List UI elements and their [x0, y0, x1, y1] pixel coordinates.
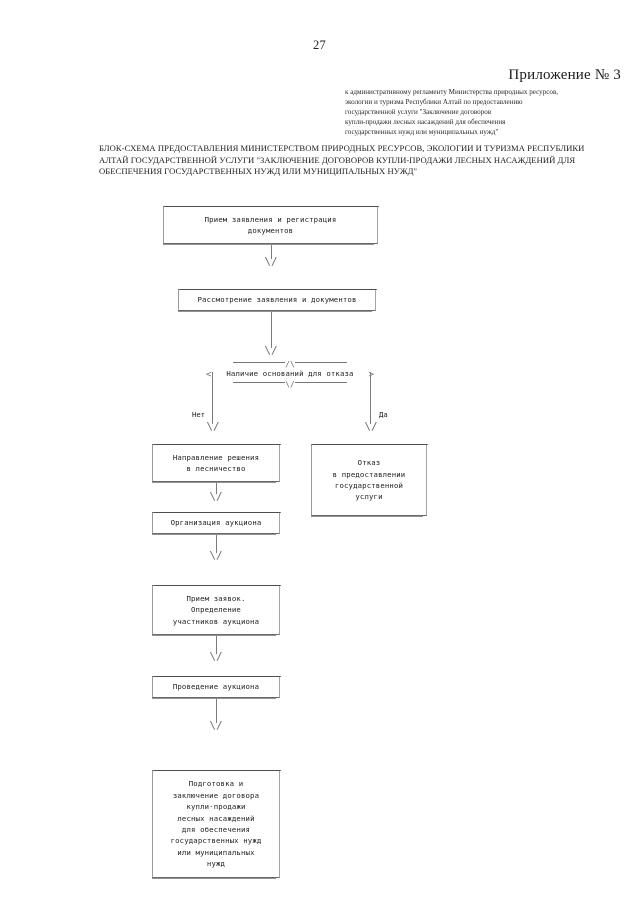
decision-right-bracket: >	[368, 370, 374, 380]
node-label-line: Подготовка и	[188, 779, 244, 789]
appendix-reference: к административному регламенту Министерс…	[345, 88, 631, 138]
node-label-line: в предоставлении	[332, 469, 406, 479]
flow-node-receive: Прием заявления и регистрация документов	[163, 206, 379, 245]
node-label: Прием заявок. Определение участников аук…	[169, 593, 263, 627]
branch-stem-no	[212, 372, 213, 424]
appendix-reference-line: государственной услуги "Заключение догов…	[345, 107, 492, 116]
node-label-line: Проведение аукциона	[172, 682, 260, 692]
appendix-reference-line: экологии и туризма Республики Алтай по п…	[345, 97, 523, 106]
decision-label: Наличие оснований для отказа	[215, 368, 365, 379]
flow-node-accept-bids: Прием заявок. Определение участников аук…	[152, 585, 281, 636]
flow-node-refusal: Отказ в предоставлении государственной у…	[311, 444, 428, 517]
branch-label-yes: Да	[379, 410, 388, 419]
node-label-line: или муниципальных	[177, 847, 255, 857]
node-label-line: нужд	[206, 859, 226, 869]
node-label-line: участников аукциона	[172, 616, 260, 626]
node-label-line: Прием заявок.	[186, 593, 246, 603]
arrow-chevron: \/	[209, 549, 223, 562]
arrow-chevron: \/	[209, 719, 223, 732]
node-label-line: для обеспечения	[181, 825, 251, 834]
node-label-line: Рассмотрение заявления и документов	[197, 295, 357, 305]
decision-left-bracket: <	[206, 370, 212, 380]
flow-arrow-yes: \/	[363, 420, 379, 433]
appendix-reference-line: к административному регламенту Министерс…	[345, 88, 559, 96]
document-title-line: ОБЕСПЕЧЕНИЯ ГОСУДАРСТВЕННЫХ НУЖД ИЛИ МУН…	[99, 166, 418, 177]
document-title: БЛОК-СХЕМА ПРЕДОСТАВЛЕНИЯ МИНИСТЕРСТВОМ …	[99, 143, 633, 178]
node-label: Проведение аукциона	[169, 681, 263, 692]
node-label: Организация аукциона	[167, 517, 266, 528]
flow-arrow-auction-to-contract: \/	[208, 699, 224, 732]
flow-arrow-forestry-to-organize: \/	[208, 483, 224, 503]
branch-stem-yes	[370, 372, 371, 424]
node-label-line: услуги	[355, 492, 383, 502]
flow-node-decision: /\ < > Наличие оснований для отказа \/	[206, 361, 374, 407]
document-title-line: БЛОК-СХЕМА ПРЕДОСТАВЛЕНИЯ МИНИСТЕРСТВОМ …	[99, 143, 585, 153]
flow-node-send-to-forestry: Направление решения в лесничество	[152, 444, 281, 483]
arrow-chevron: \/	[364, 420, 378, 433]
node-label-line: Направление решения	[172, 452, 260, 462]
node-label-line: государственных нужд	[170, 836, 262, 846]
document-title-line: АЛТАЙ ГОСУДАРСТВЕННОЙ УСЛУГИ "ЗАКЛЮЧЕНИЕ…	[99, 154, 576, 165]
node-label: Подготовка и заключение договора купли-п…	[167, 778, 266, 869]
flow-node-organize-auction: Организация аукциона	[152, 512, 281, 535]
flow-node-hold-auction: Проведение аукциона	[152, 676, 281, 699]
node-label: Рассмотрение заявления и документов	[193, 294, 360, 305]
node-label: Прием заявления и регистрация документов	[201, 214, 341, 237]
node-label-line: лесных насаждений	[177, 813, 255, 823]
node-label-line: Определение	[191, 605, 241, 615]
flow-arrow-review-to-decision: \/	[263, 312, 279, 357]
decision-label-line: Наличие оснований	[226, 369, 304, 378]
flow-arrow-no: \/	[205, 420, 221, 433]
decision-top-glyph: /\	[215, 361, 365, 369]
appendix-title: Приложение № 3	[508, 67, 621, 83]
node-label-line: купли-продажи	[186, 802, 246, 812]
arrow-chevron: \/	[264, 255, 278, 268]
node-label-line: Прием заявления и регистрация	[204, 214, 337, 224]
flow-arrow-bids-to-auction: \/	[208, 636, 224, 663]
arrow-chevron: \/	[264, 344, 278, 357]
node-label: Направление решения в лесничество	[169, 452, 263, 475]
flow-arrow-organize-to-bids: \/	[208, 535, 224, 562]
appendix-reference-line: купли-продажи лесных насаждений для обес…	[345, 117, 506, 126]
node-label-line: заключение договора	[172, 790, 260, 800]
node-label-line: государственной	[334, 481, 404, 490]
decision-label-line: для отказа	[308, 369, 354, 378]
node-label: Отказ в предоставлении государственной у…	[329, 457, 410, 503]
arrow-chevron: \/	[209, 650, 223, 663]
node-label-line: в лесничество	[186, 464, 246, 473]
branch-label-no: Нет	[192, 410, 205, 419]
arrow-chevron: \/	[206, 420, 220, 433]
arrow-chevron: \/	[209, 490, 223, 503]
node-label-line: Отказ	[357, 458, 381, 468]
decision-bottom-glyph: \/	[215, 381, 365, 389]
node-label-line: документов	[247, 226, 294, 235]
node-label-line: Организация аукциона	[170, 518, 262, 528]
flow-arrow-receive-to-review: \/	[263, 245, 279, 268]
appendix-reference-line: государственных нужд или муниципальных н…	[345, 127, 499, 136]
flow-node-review: Рассмотрение заявления и документов	[178, 289, 377, 312]
flow-node-conclude-contract: Подготовка и заключение договора купли-п…	[152, 770, 281, 879]
page-number: 27	[312, 38, 327, 52]
